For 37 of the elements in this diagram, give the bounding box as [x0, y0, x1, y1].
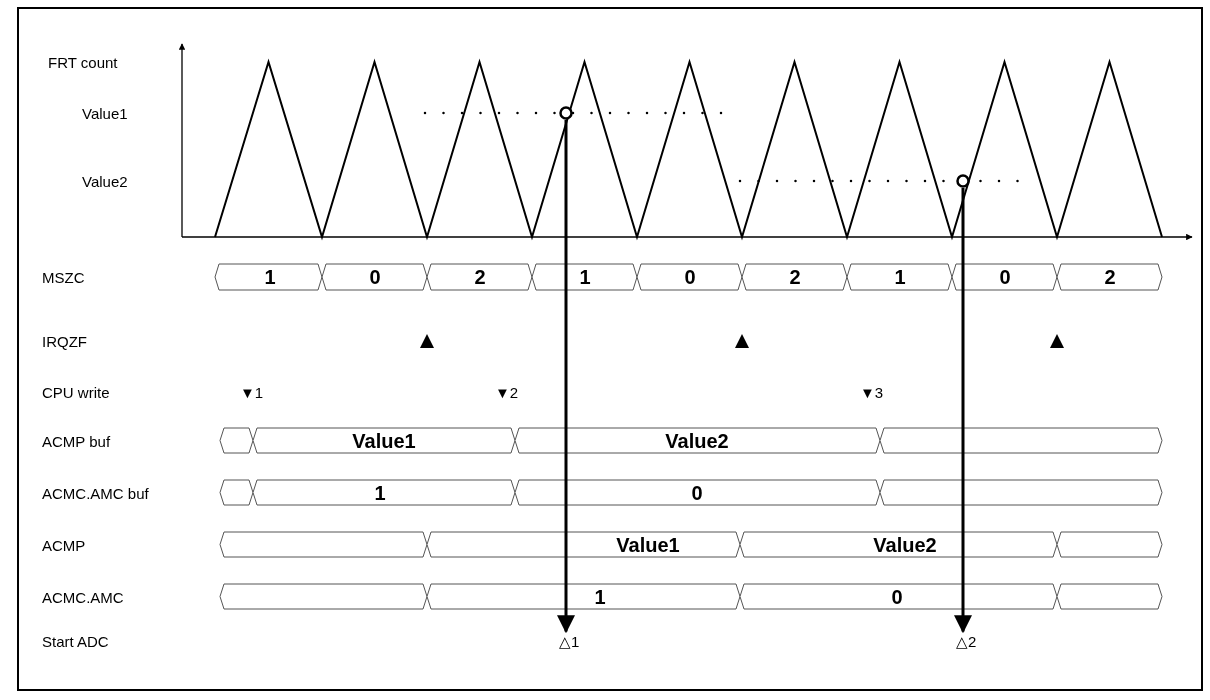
signal-name: ACMP buf — [42, 433, 111, 449]
trigger-label: △2 — [956, 633, 977, 649]
bus-value: 2 — [789, 267, 801, 287]
bus-value: Value2 — [665, 431, 729, 451]
bus-value: Value1 — [352, 431, 416, 451]
bus-value: 0 — [369, 267, 381, 287]
signal-name: ACMC.AMC — [42, 589, 124, 605]
bus-value: 0 — [691, 483, 703, 503]
bus-value: 1 — [579, 267, 591, 287]
arrow — [954, 188, 972, 634]
trigger-label: △1 — [559, 633, 580, 649]
bus-value: 0 — [999, 267, 1011, 287]
bus-value: 0 — [891, 587, 903, 607]
signal-name: Start ADC — [42, 633, 109, 649]
write-marker: ▼2 — [495, 384, 519, 400]
signal-name: ACMC.AMC buf — [42, 485, 149, 501]
signal-name: CPU write — [42, 384, 110, 400]
signal-name: MSZC — [42, 269, 85, 285]
bus-value: 1 — [264, 267, 276, 287]
arrow — [557, 120, 575, 634]
write-marker: ▼3 — [860, 384, 884, 400]
bus-value: 2 — [474, 267, 486, 287]
signal-name: ACMP — [42, 537, 86, 553]
bus-value: Value1 — [616, 535, 680, 555]
bus-value: 1 — [594, 587, 606, 607]
crossing-point-marker — [559, 106, 573, 120]
level-label: Value1 — [82, 105, 128, 121]
bus-value: 1 — [374, 483, 386, 503]
bus-value: Value2 — [873, 535, 937, 555]
bus-value: 0 — [684, 267, 696, 287]
axis-label: FRT count — [48, 54, 118, 70]
bus-value: 2 — [1104, 267, 1116, 287]
bus-value: 1 — [894, 267, 906, 287]
signal-name: IRQZF — [42, 333, 87, 349]
crossing-point-marker — [956, 174, 970, 188]
write-marker: ▼1 — [240, 384, 264, 400]
level-label: Value2 — [82, 173, 128, 189]
